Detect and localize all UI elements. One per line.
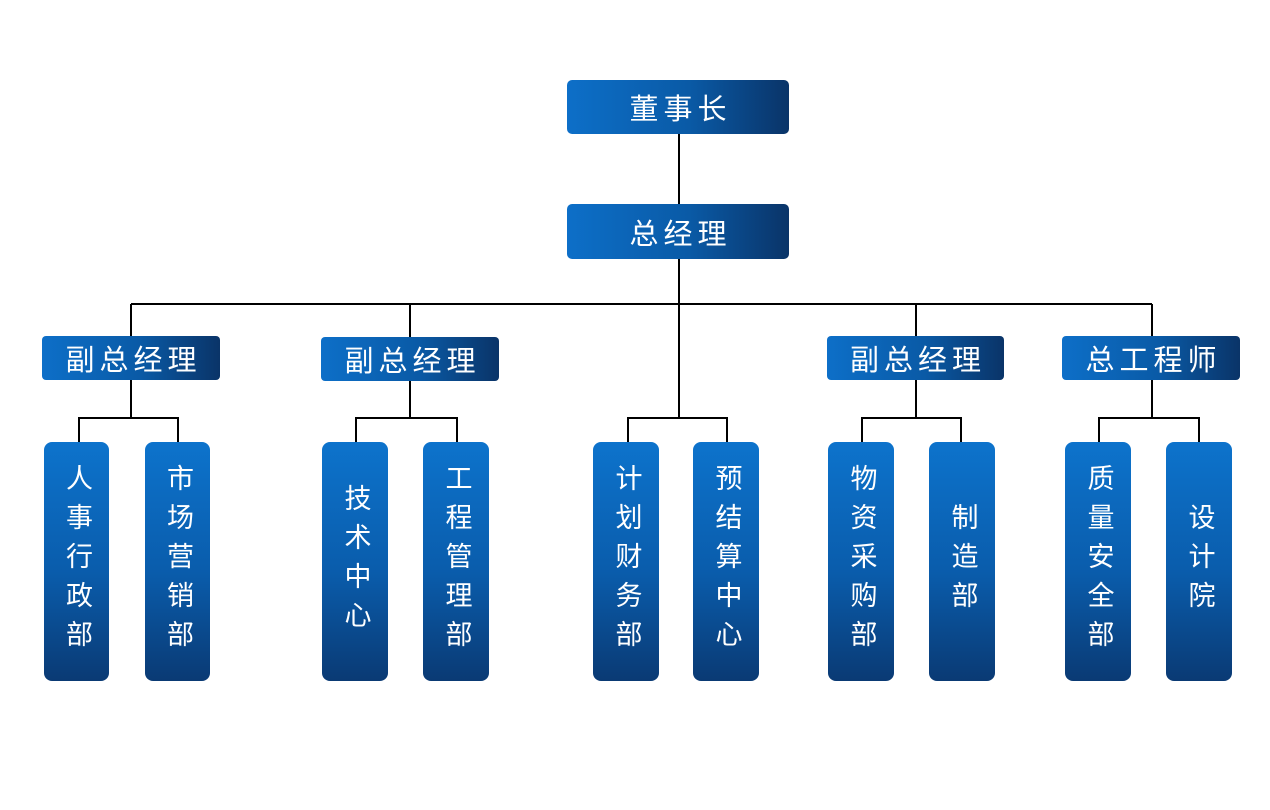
- dept-5-1: 质量安全部: [1065, 442, 1131, 681]
- branch-4-title: 副总经理: [827, 336, 1004, 380]
- chairman-box: 董事长: [567, 80, 789, 134]
- dept-3-2: 预结算中心: [693, 442, 759, 681]
- dept-3-1: 计划财务部: [593, 442, 659, 681]
- connector-dept-bracket-1: [78, 417, 179, 442]
- branch-1-title: 副总经理: [42, 336, 220, 380]
- connector-dept-bracket-5: [1098, 417, 1200, 442]
- connector-dept-bracket-3: [627, 417, 728, 442]
- general-manager-box: 总经理: [567, 204, 789, 259]
- dept-2-2: 工程管理部: [423, 442, 489, 681]
- branch-2-title: 副总经理: [321, 337, 499, 381]
- connector-dept-bracket-4: [861, 417, 962, 442]
- connector-dept-bracket-2: [355, 417, 458, 442]
- dept-2-1: 技术中心: [322, 442, 388, 681]
- dept-1-2: 市场营销部: [145, 442, 210, 681]
- dept-4-1: 物资采购部: [828, 442, 894, 681]
- dept-4-2: 制造部: [929, 442, 995, 681]
- dept-1-1: 人事行政部: [44, 442, 109, 681]
- dept-5-2: 设计院: [1166, 442, 1232, 681]
- branch-5-title: 总工程师: [1062, 336, 1240, 380]
